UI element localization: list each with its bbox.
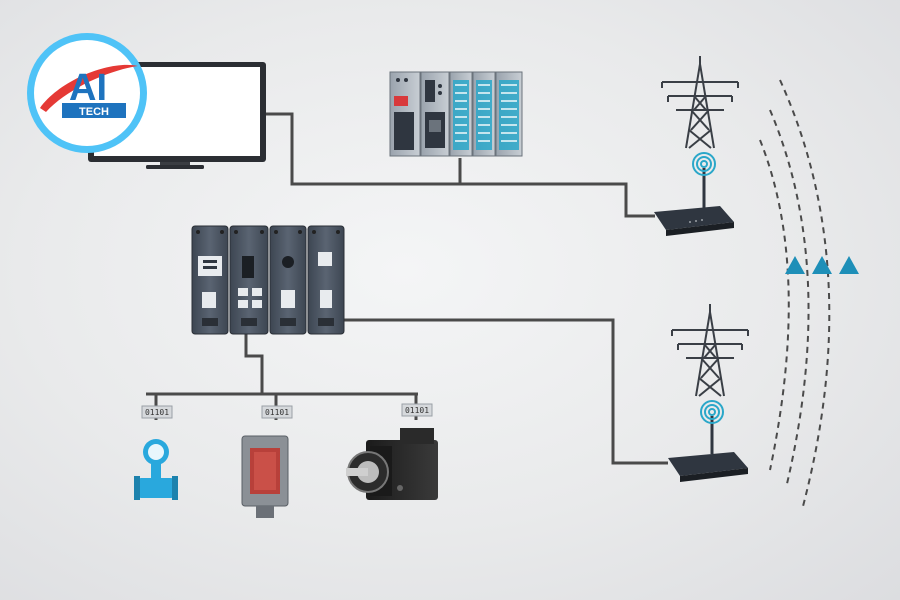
- cable-io-fieldbus: [244, 334, 264, 394]
- wireless-router-bottom: [668, 400, 748, 482]
- data-tag-text: 01101: [265, 408, 289, 417]
- wifi-signal-icon: [692, 152, 716, 176]
- io-module-3: [269, 225, 307, 335]
- logo-swoosh: [40, 64, 138, 112]
- remote-io-icon: [191, 225, 345, 335]
- io-module-1: [191, 225, 229, 335]
- signal-direction-arrows: [785, 256, 859, 274]
- data-tag-motor: 01101: [401, 403, 433, 417]
- company-logo: AI TECH: [27, 33, 147, 153]
- photoelectric-sensor-icon: [241, 435, 289, 518]
- wifi-signal-icon: [700, 400, 724, 424]
- plc-io-modules: [449, 71, 523, 157]
- cable-io-router-bottom: [342, 318, 668, 465]
- io-module-2: [229, 225, 269, 335]
- logo-sub-text: TECH: [79, 106, 109, 118]
- cable-monitor-plc: [265, 112, 462, 186]
- wireless-signal-waves: [759, 79, 831, 511]
- plc-rack-icon: [389, 71, 523, 157]
- data-tag-text: 01101: [405, 406, 429, 415]
- data-tag-text: 01101: [145, 408, 169, 417]
- wireless-router-top: [654, 152, 734, 236]
- data-tag-sensor: 01101: [261, 405, 293, 419]
- logo-band: [62, 103, 126, 118]
- transmission-tower-top: [661, 56, 739, 149]
- flow-meter-icon: [134, 439, 178, 500]
- led-red: [394, 96, 408, 106]
- transmission-tower-bottom: [671, 304, 749, 397]
- io-module-4: [307, 225, 345, 335]
- cable-plc-router-top: [460, 182, 655, 218]
- logo-main-text: AI: [69, 67, 107, 109]
- cables: [146, 112, 668, 465]
- servo-motor-icon: [346, 428, 438, 500]
- data-tag-flow-meter: 01101: [141, 405, 173, 419]
